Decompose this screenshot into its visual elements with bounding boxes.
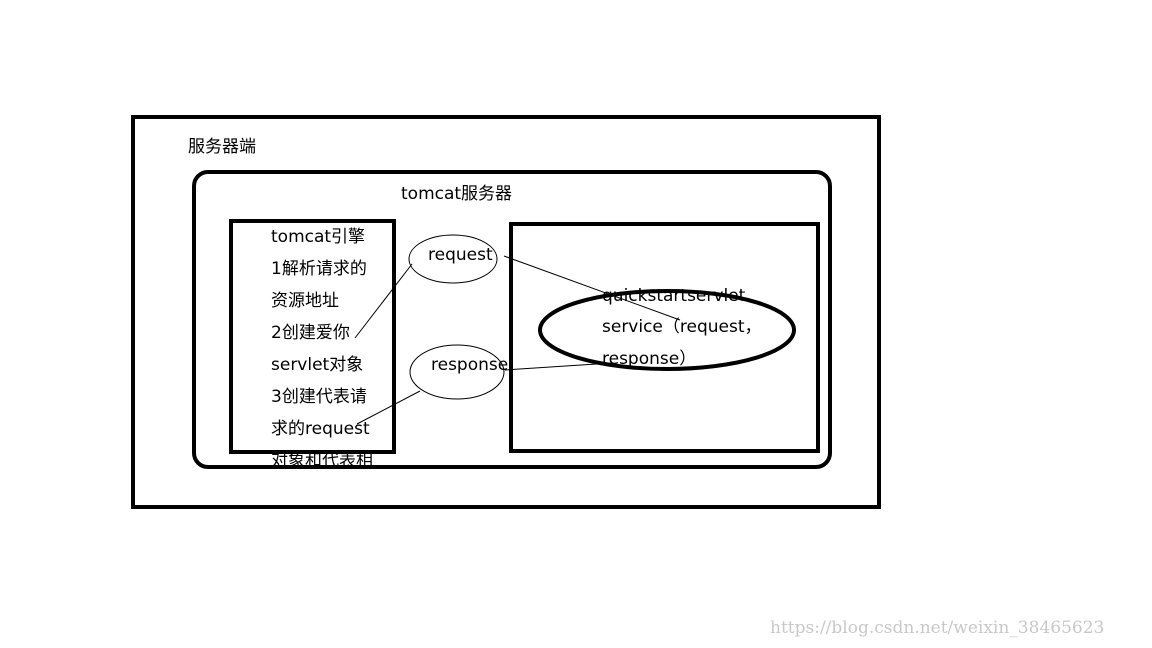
engine-text-line: 资源地址 [271, 291, 339, 311]
engine-text-line: 1解析请求的 [271, 259, 367, 279]
watermark-url: https://blog.csdn.net/weixin_38465623 [770, 618, 1105, 638]
response-label: response [431, 355, 509, 375]
request-label: request [428, 245, 493, 265]
engine-text-line: 2创建爱你 [271, 323, 350, 343]
tomcat-server-box [192, 170, 832, 469]
servlet-box [509, 222, 820, 453]
engine-text-line: 对象和代表相 [271, 451, 373, 471]
engine-text-line: servlet对象 [271, 355, 364, 375]
servlet-text-line: service（request， [602, 317, 762, 337]
engine-text-line: 求的request [271, 419, 370, 439]
tomcat-server-label: tomcat服务器 [401, 184, 513, 204]
engine-text-line: 3创建代表请 [271, 387, 367, 407]
servlet-text-line: response） [602, 349, 697, 369]
servlet-text-line: quickstartservlet [602, 286, 746, 306]
engine-text-line: tomcat引擎 [271, 227, 366, 247]
server-side-box [131, 115, 881, 509]
server-side-label: 服务器端 [188, 137, 256, 157]
